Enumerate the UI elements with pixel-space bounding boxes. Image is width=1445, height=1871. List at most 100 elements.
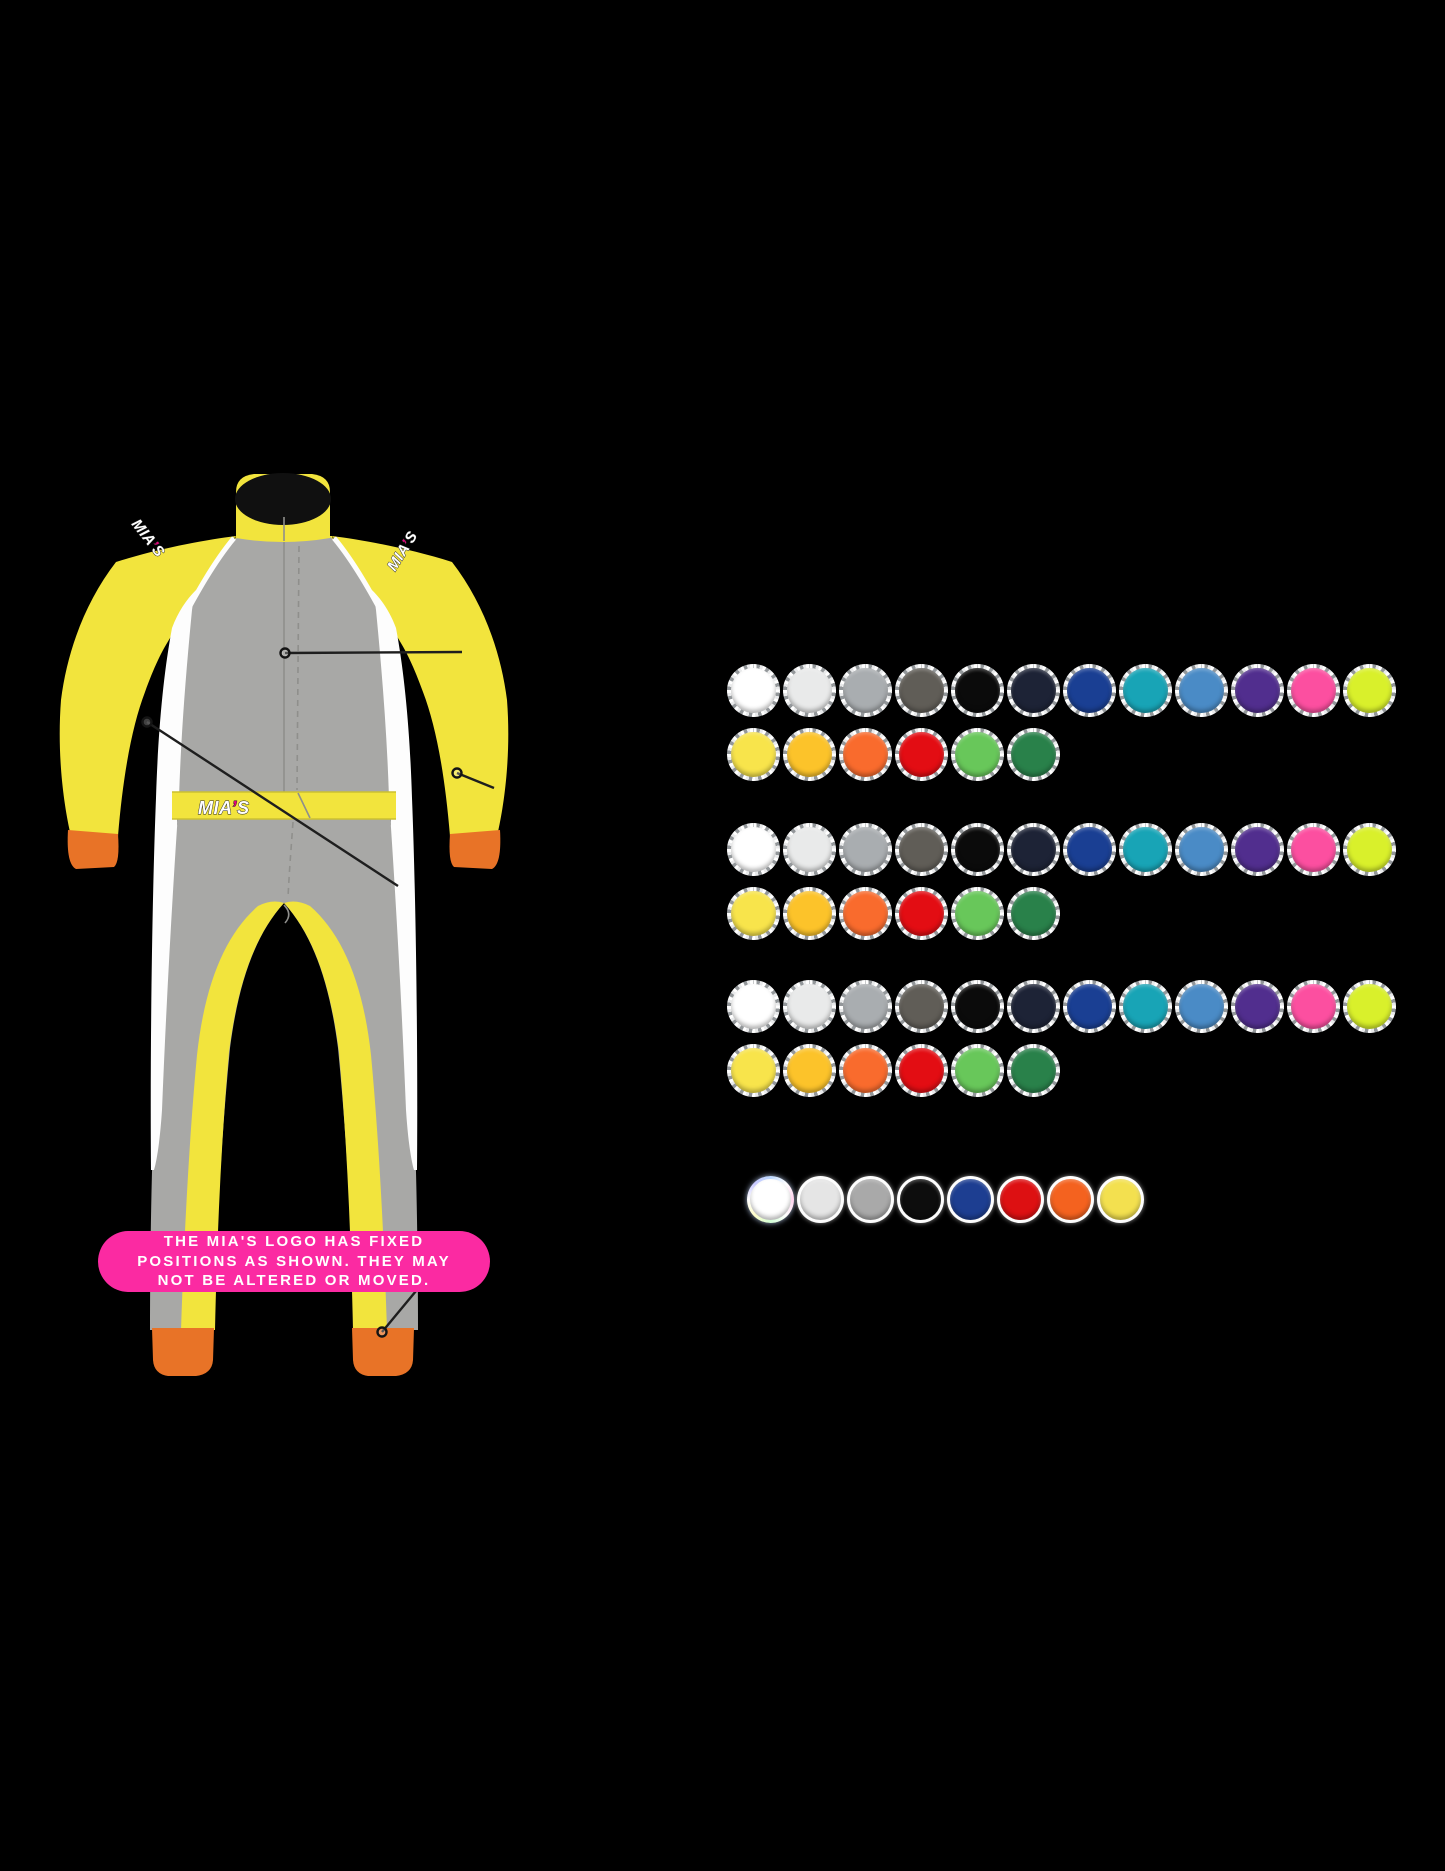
elbow-callout-marker <box>141 716 153 728</box>
suit-left-thigh-stripe <box>150 798 179 1170</box>
swatch-dark-grey[interactable] <box>895 664 948 717</box>
swatch-fill-navy-blue <box>1011 827 1056 872</box>
swatch-purple[interactable] <box>1231 664 1284 717</box>
swatch-green[interactable] <box>1007 1044 1060 1097</box>
swatch-light-green[interactable] <box>951 887 1004 940</box>
swatch-white[interactable] <box>727 980 780 1033</box>
swatch-red[interactable] <box>895 887 948 940</box>
swatch-silver-grey[interactable] <box>839 664 892 717</box>
swatch-yellow[interactable] <box>727 1044 780 1097</box>
swatch-light-grey[interactable] <box>783 823 836 876</box>
swatch-light-grey[interactable] <box>783 980 836 1033</box>
swatch-fill-black <box>955 984 1000 1029</box>
note-line-1: THE MIA'S LOGO HAS FIXED <box>163 1233 425 1251</box>
swatch-fill-teal <box>1123 668 1168 713</box>
swatch-dark-grey[interactable] <box>895 980 948 1033</box>
swatch-red[interactable] <box>895 1044 948 1097</box>
swatch-light-blue[interactable] <box>1175 664 1228 717</box>
suit-right-ankle-cuff <box>352 1328 414 1376</box>
swatch-light-green[interactable] <box>951 1044 1004 1097</box>
suit-neck-opening <box>235 473 331 525</box>
swatch-fill-black <box>955 668 1000 713</box>
swatch-white[interactable] <box>727 823 780 876</box>
swatch-fill-orange <box>1050 1179 1091 1220</box>
swatch-light-blue[interactable] <box>1175 980 1228 1033</box>
swatch-yellow[interactable] <box>727 887 780 940</box>
swatch-pink[interactable] <box>1287 664 1340 717</box>
note-line-3: NOT BE ALTERED OR MOVED. <box>157 1272 431 1290</box>
swatch-orange[interactable] <box>839 728 892 781</box>
swatch-fluo-yellow[interactable] <box>1343 980 1396 1033</box>
swatch-fill-red <box>899 1048 944 1093</box>
swatch-fill-fluo-yellow <box>1347 984 1392 1029</box>
swatch-grey[interactable] <box>847 1176 894 1223</box>
logo-fixed-position-note: THE MIA'S LOGO HAS FIXED POSITIONS AS SH… <box>98 1231 490 1292</box>
swatch-purple[interactable] <box>1231 823 1284 876</box>
swatch-fill-light-blue <box>1179 668 1224 713</box>
swatch-fill-yellow <box>731 1048 776 1093</box>
swatch-fill-teal <box>1123 827 1168 872</box>
swatch-purple[interactable] <box>1231 980 1284 1033</box>
swatch-gold-yellow[interactable] <box>783 728 836 781</box>
swatch-fluo-yellow[interactable] <box>1343 664 1396 717</box>
swatch-orange[interactable] <box>1047 1176 1094 1223</box>
swatch-orange[interactable] <box>839 887 892 940</box>
swatch-red[interactable] <box>997 1176 1044 1223</box>
swatch-royal-blue[interactable] <box>1063 823 1116 876</box>
swatch-royal-blue[interactable] <box>1063 980 1116 1033</box>
swatch-fluo-yellow[interactable] <box>1343 823 1396 876</box>
fabric-palette-2 <box>727 823 1396 940</box>
suit-fly-seam <box>287 821 294 899</box>
swatch-royal-blue[interactable] <box>947 1176 994 1223</box>
swatch-light-grey[interactable] <box>783 664 836 717</box>
swatch-pink[interactable] <box>1287 823 1340 876</box>
suit-right-wrist-cuff <box>449 830 501 869</box>
swatch-navy-blue[interactable] <box>1007 664 1060 717</box>
ankle-callout-marker <box>376 1326 388 1338</box>
swatch-black[interactable] <box>951 980 1004 1033</box>
swatch-pink[interactable] <box>1287 980 1340 1033</box>
swatch-dark-grey[interactable] <box>895 823 948 876</box>
swatch-green[interactable] <box>1007 887 1060 940</box>
fabric-palette-1 <box>727 664 1396 781</box>
swatch-navy-blue[interactable] <box>1007 980 1060 1033</box>
swatch-light-green[interactable] <box>951 728 1004 781</box>
swatch-black[interactable] <box>897 1176 944 1223</box>
swatch-fill-pink <box>1291 668 1336 713</box>
swatch-fill-navy-blue <box>1011 984 1056 1029</box>
swatch-light-blue[interactable] <box>1175 823 1228 876</box>
swatch-gold-yellow[interactable] <box>783 1044 836 1097</box>
swatch-teal[interactable] <box>1119 664 1172 717</box>
swatch-iridescent-white[interactable] <box>747 1176 794 1223</box>
swatch-black[interactable] <box>951 823 1004 876</box>
swatch-teal[interactable] <box>1119 980 1172 1033</box>
swatch-green[interactable] <box>1007 728 1060 781</box>
swatch-fill-silver-grey <box>843 668 888 713</box>
swatch-fill-yellow <box>731 891 776 936</box>
swatch-black[interactable] <box>951 664 1004 717</box>
swatch-fill-purple <box>1235 827 1280 872</box>
swatch-teal[interactable] <box>1119 823 1172 876</box>
swatch-gold-yellow[interactable] <box>783 887 836 940</box>
swatch-red[interactable] <box>895 728 948 781</box>
swatch-fill-light-blue <box>1179 984 1224 1029</box>
swatch-fill-red <box>1000 1179 1041 1220</box>
swatch-white[interactable] <box>727 664 780 717</box>
swatch-fill-dark-grey <box>899 827 944 872</box>
swatch-yellow[interactable] <box>727 728 780 781</box>
swatch-navy-blue[interactable] <box>1007 823 1060 876</box>
suit-left-leg-stripe <box>181 901 284 1330</box>
swatch-light-grey[interactable] <box>797 1176 844 1223</box>
swatch-fill-red <box>899 732 944 777</box>
swatch-fill-white <box>731 668 776 713</box>
swatch-fill-light-green <box>955 732 1000 777</box>
swatch-silver-grey[interactable] <box>839 823 892 876</box>
swatch-fill-royal-blue <box>1067 668 1112 713</box>
swatch-royal-blue[interactable] <box>1063 664 1116 717</box>
swatch-orange[interactable] <box>839 1044 892 1097</box>
swatch-yellow[interactable] <box>1097 1176 1144 1223</box>
swatch-fill-purple <box>1235 668 1280 713</box>
swatch-fill-gold-yellow <box>787 1048 832 1093</box>
swatch-silver-grey[interactable] <box>839 980 892 1033</box>
swatch-fill-light-grey <box>787 668 832 713</box>
